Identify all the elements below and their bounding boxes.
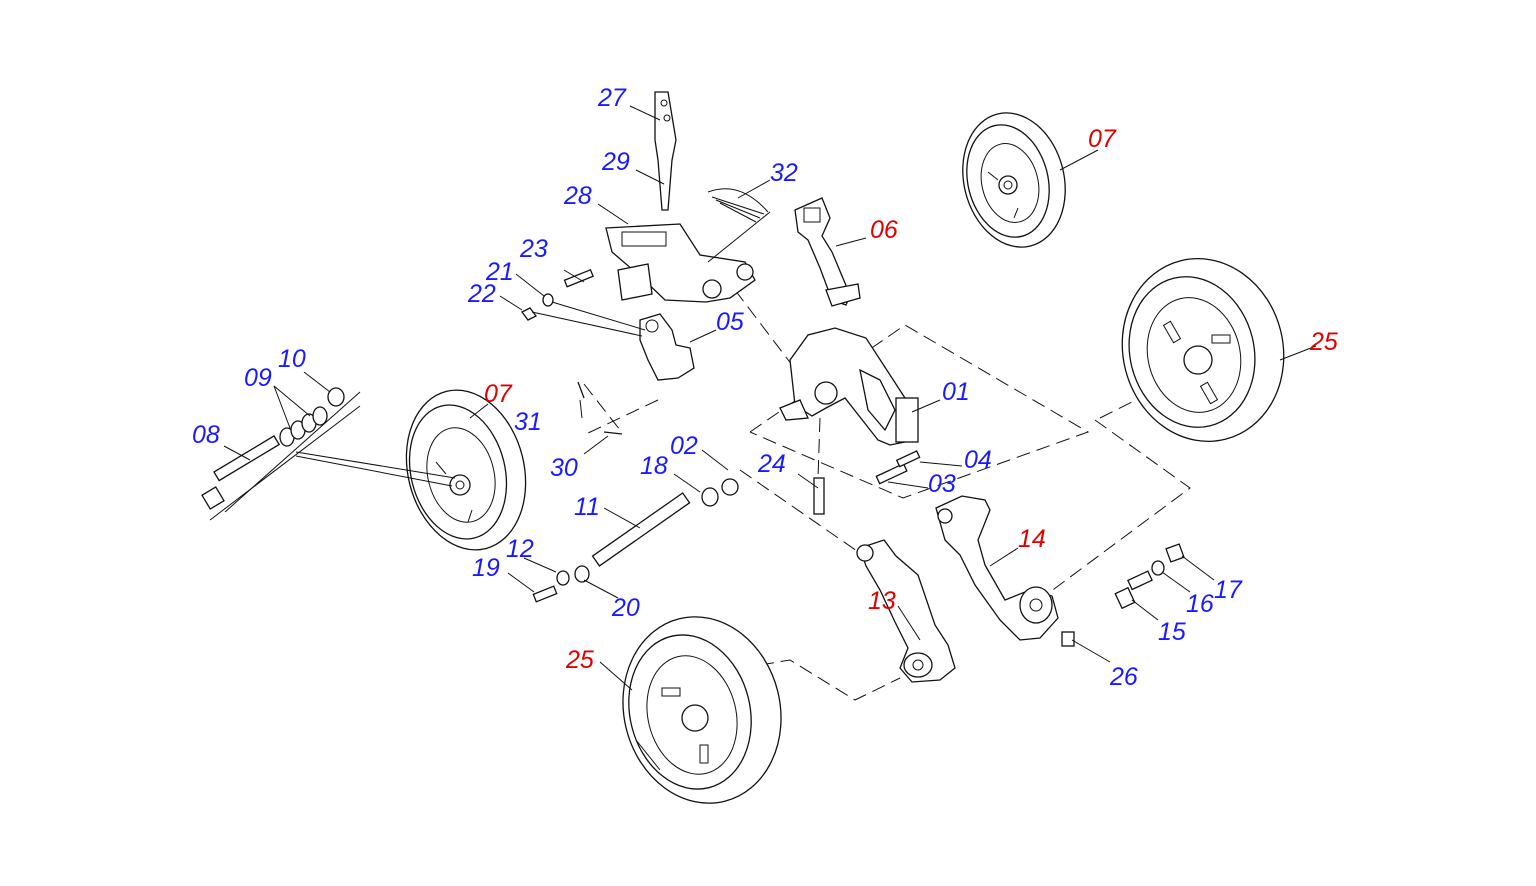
hub-bolt-assembly (1114, 543, 1185, 610)
depth-arm-assembly (605, 91, 769, 303)
label-14: 14 (1018, 525, 1046, 553)
label-07-left: 07 (484, 380, 513, 408)
label-31: 31 (514, 408, 542, 436)
leader-lines (223, 105, 1317, 691)
axle-bolt-assembly (201, 387, 456, 510)
label-28: 28 (563, 182, 592, 210)
label-25-bottom: 25 (565, 646, 594, 674)
label-10: 10 (278, 345, 306, 373)
wheel-07-top (962, 112, 1066, 248)
label-09: 09 (244, 364, 272, 392)
label-29: 29 (601, 148, 630, 176)
label-26: 26 (1109, 663, 1138, 691)
label-21: 21 (485, 258, 514, 286)
label-23: 23 (519, 235, 548, 263)
label-25-top: 25 (1309, 328, 1338, 356)
wheel-arm-14 (935, 495, 1075, 647)
label-12: 12 (506, 535, 534, 563)
label-15: 15 (1158, 618, 1186, 646)
label-06: 06 (870, 216, 898, 244)
label-01: 01 (942, 378, 970, 406)
label-03: 03 (928, 470, 956, 498)
wheel-25-bottom (622, 616, 782, 804)
assembly-lines (209, 289, 1191, 701)
label-02: 02 (670, 432, 698, 460)
label-05: 05 (716, 308, 744, 336)
label-13: 13 (868, 587, 896, 615)
label-19: 19 (472, 554, 500, 582)
pins (813, 450, 921, 515)
pivot-bracket (521, 268, 695, 435)
label-27: 27 (597, 84, 627, 112)
label-20: 20 (611, 594, 640, 622)
label-17: 17 (1214, 576, 1243, 604)
label-24: 24 (757, 450, 786, 478)
label-22: 22 (467, 280, 496, 308)
axle-shaft-assembly (532, 478, 739, 603)
wheel-07-left (405, 389, 527, 551)
label-08: 08 (192, 421, 220, 449)
main-frame (779, 327, 919, 446)
wheel-25-top (1121, 258, 1285, 442)
label-16: 16 (1186, 590, 1214, 618)
label-07-top: 07 (1088, 125, 1117, 153)
label-04: 04 (964, 446, 992, 474)
label-30: 30 (550, 454, 578, 482)
adjust-handle (794, 197, 861, 307)
wheel-arm-13 (856, 539, 956, 683)
label-18: 18 (640, 452, 668, 480)
part-labels: 27 29 28 32 06 07 25 23 21 22 05 10 09 0… (192, 84, 1338, 691)
label-32: 32 (770, 159, 798, 187)
label-11: 11 (574, 493, 600, 521)
